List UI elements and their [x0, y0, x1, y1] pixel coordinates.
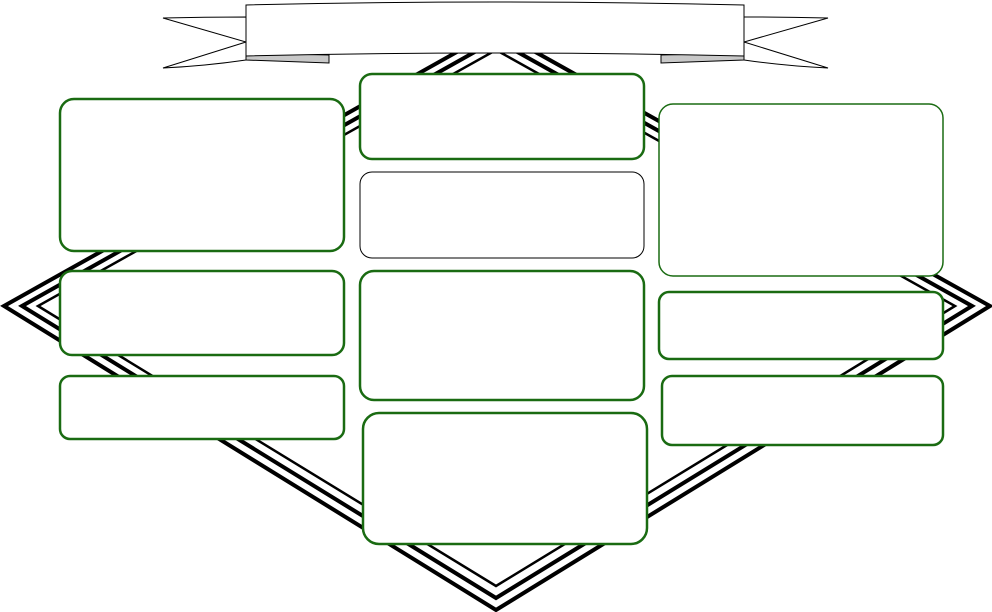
banner-right-tail — [742, 16, 829, 69]
left-box-3[interactable] — [58, 374, 346, 441]
center-box-4[interactable] — [361, 411, 649, 546]
left-column — [58, 97, 346, 441]
right-column — [657, 103, 945, 447]
right-box-3[interactable] — [660, 374, 945, 447]
title-banner — [162, 1, 829, 69]
center-column — [358, 72, 649, 546]
banner-left-tail — [162, 16, 248, 69]
right-box-2[interactable] — [657, 290, 945, 361]
left-box-2[interactable] — [58, 269, 346, 357]
center-box-1[interactable] — [358, 72, 646, 161]
center-box-2[interactable] — [359, 171, 645, 259]
center-box-3[interactable] — [358, 269, 646, 402]
left-box-1[interactable] — [58, 97, 346, 253]
right-box-1[interactable] — [658, 103, 944, 277]
banner-body — [245, 1, 745, 57]
